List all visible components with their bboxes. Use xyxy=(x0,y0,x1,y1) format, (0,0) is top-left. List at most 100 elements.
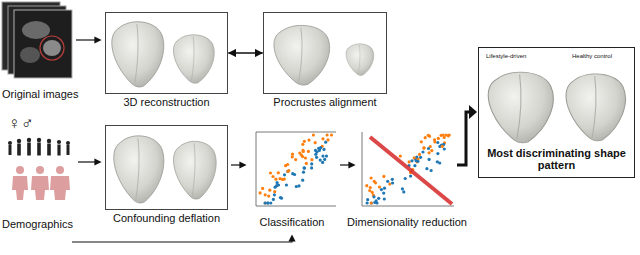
scatter-dot xyxy=(314,141,317,144)
scatter-dot xyxy=(263,201,266,204)
scatter-dot xyxy=(303,140,306,143)
scatter-dot xyxy=(413,156,416,159)
person-icon xyxy=(47,144,51,156)
scatter-dot xyxy=(436,141,439,144)
body-icon xyxy=(16,166,24,174)
box-heading: Confounding deflation xyxy=(105,212,228,225)
flow-arrow xyxy=(78,161,98,162)
heart-shape xyxy=(173,35,214,83)
scatter-dot xyxy=(422,146,425,149)
plot-axis xyxy=(256,132,336,133)
plot-axis xyxy=(362,132,363,206)
scatter-dot xyxy=(448,133,451,136)
scatter-dot xyxy=(408,160,411,163)
scatter-dot xyxy=(322,148,325,151)
scatter-dot xyxy=(271,175,274,178)
scatter-dot xyxy=(326,138,329,141)
person-icon xyxy=(57,140,61,144)
flow-connector xyxy=(228,52,262,53)
person-icon xyxy=(67,145,70,155)
scatter-dot xyxy=(261,187,264,190)
person-icon xyxy=(17,139,21,143)
scatter-dot xyxy=(266,201,269,204)
scatter-dot xyxy=(424,136,427,139)
body-icon xyxy=(12,176,28,200)
scatter-dot xyxy=(413,164,416,167)
scatter-dot xyxy=(437,137,440,140)
scatter-dot xyxy=(378,185,381,188)
scatter-dot xyxy=(368,189,371,192)
scatter-dot xyxy=(297,184,300,187)
process-box: Confounding deflation xyxy=(105,125,228,225)
scatter-dot xyxy=(293,173,296,176)
result-heading: Most discriminating shape pattern xyxy=(483,147,630,172)
flow-arrow xyxy=(231,164,243,165)
scatter-dot xyxy=(268,189,271,192)
person-icon xyxy=(27,138,31,142)
scatter-dot xyxy=(374,181,377,184)
scatter-dot xyxy=(310,158,313,161)
box-frame xyxy=(105,125,228,210)
scatter-dot xyxy=(301,143,304,146)
scatter-dot xyxy=(416,160,419,163)
scatter-dot xyxy=(430,169,433,172)
scatter-dot xyxy=(303,167,306,170)
mri-tissue xyxy=(43,40,61,56)
plot-axis xyxy=(256,132,257,206)
scatter-dot xyxy=(321,155,324,158)
scatter-dot xyxy=(382,175,385,178)
scatter-dot xyxy=(267,195,270,198)
mri-stack xyxy=(2,2,72,78)
result-arrowhead xyxy=(469,105,477,119)
scatter-dot xyxy=(302,150,305,153)
flow-arrow xyxy=(340,164,352,165)
person-icon xyxy=(37,138,41,142)
scatter-dot xyxy=(380,188,383,191)
scatter-dot xyxy=(443,136,446,139)
scatter-dot xyxy=(436,152,439,155)
scatter-dot xyxy=(401,187,404,190)
process-box: 3D reconstruction xyxy=(105,12,228,109)
scatter-dot xyxy=(388,182,391,185)
scatter-dot xyxy=(427,147,430,150)
scatter-dot xyxy=(273,193,276,196)
person-icon xyxy=(37,143,41,156)
scatter-dot xyxy=(304,156,307,159)
heart-shape xyxy=(114,136,164,203)
heart-shape xyxy=(488,72,553,143)
scatter-dot xyxy=(372,195,375,198)
scatter-dot xyxy=(330,133,333,136)
scatter-dot xyxy=(269,171,272,174)
separating-line xyxy=(370,137,452,204)
scatter-dot xyxy=(302,171,305,174)
box-heading: Procrustes alignment xyxy=(263,96,387,109)
scatter-dot xyxy=(418,153,421,156)
scatter-dot xyxy=(286,170,289,173)
scatter-dot xyxy=(428,151,431,154)
scatter-dot xyxy=(391,181,394,184)
scatter-dot xyxy=(430,149,433,152)
scatter-dot xyxy=(428,158,431,161)
scatter-dot xyxy=(264,193,267,196)
scatter-dot xyxy=(291,155,294,158)
scatter-dot xyxy=(303,166,306,169)
scatter-dot xyxy=(373,201,376,204)
body-row xyxy=(12,166,70,200)
scatter-dot xyxy=(399,155,402,158)
person-icon xyxy=(8,141,12,145)
flow-arrow xyxy=(76,39,98,40)
mri-tissue xyxy=(22,21,50,39)
scatter-dot xyxy=(382,192,385,195)
scatter-dot xyxy=(301,155,304,158)
scatter-dot xyxy=(312,133,315,136)
box-heading: 3D reconstruction xyxy=(105,96,228,109)
scatter-dot xyxy=(325,155,328,158)
caption-label: Demographics xyxy=(2,218,82,231)
scatter-dot xyxy=(318,149,321,152)
heart-shape xyxy=(346,44,374,76)
plot-axis xyxy=(362,206,454,207)
scatter-dot xyxy=(370,201,373,204)
scatter-dot xyxy=(321,137,324,140)
mri-tissue xyxy=(20,47,40,63)
